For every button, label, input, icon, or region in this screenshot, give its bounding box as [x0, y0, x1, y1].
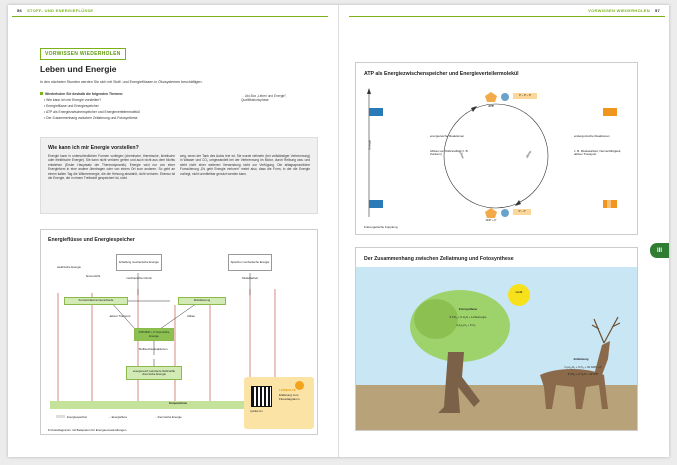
flow-diagram-arrows: [50, 273, 308, 409]
section-tag: VORWISSEN WIEDERHOLEN: [40, 48, 126, 60]
licht-label: Licht: [515, 290, 523, 294]
intro-text: In den nächsten Stunden werden Sie sich …: [40, 80, 203, 84]
label-sunlight: Sonnenlicht: [85, 274, 101, 278]
lernhilfe-icon: [295, 381, 304, 390]
left-page-header: 56 STOFF- UND ENERGIEFLÜSSE: [12, 8, 93, 13]
label-muskelarbeit: Muskelarbeit: [242, 276, 258, 280]
margin-note[interactable]: → Abi-Box „Leben und Energie", Qualifika…: [241, 94, 311, 102]
right-page-header: VORWISSEN WIEDERHOLEN 57: [588, 8, 665, 13]
energy-text-col2: weg, wenn der Tank des Autos leer ist. S…: [180, 154, 310, 176]
left-page-title: STOFF- UND ENERGIEFLÜSSE: [27, 8, 94, 13]
zellatmung-eq2: 6 CO₂ + 6 H₂O + 32 ATP: [567, 372, 599, 376]
fotosynthese-title: Fotosynthese: [458, 307, 478, 311]
label-mech-druck: mechanischer Druck: [126, 276, 152, 280]
energy-box-title: Wie kann ich mir Energie vorstellen?: [48, 145, 139, 151]
qr-code-icon[interactable]: [251, 386, 272, 407]
label-abbau: Abbau: [186, 314, 196, 318]
energy-info-box: [40, 137, 318, 214]
legend-flow: → Energiefluss: [108, 415, 127, 419]
atp-left-text: energiereiche Reaktionen: [430, 134, 465, 138]
atp-box-title: ATP als Energiezwischenspeicher und Ener…: [364, 71, 519, 77]
arrow-right-icon: →: [108, 415, 112, 419]
node-speicherung: energiereich reduzierte Nährstoffe chemi…: [126, 366, 182, 380]
legend-storage: Energiespeicher: [56, 415, 87, 419]
topic-item: • Der Zusammenhang zwischen Zellatmung u…: [44, 116, 138, 120]
topic-item: • Wie kann ich mir Energie vorstellen?: [44, 98, 102, 102]
atp-left-sub: Abbau von Nährstoffen (z. B. Zuckern): [430, 149, 469, 157]
right-page-number: 57: [654, 8, 660, 13]
zellatmung-title: Zellatmung: [573, 357, 589, 361]
label-electric-energy: elektrische Energie: [57, 265, 81, 269]
arrow-right-icon: →: [241, 94, 245, 98]
margin-note-text: Abi-Box „Leben und Energie", Qualifikati…: [241, 94, 287, 103]
left-page-number: 56: [17, 8, 23, 13]
photo-box-title: Der Zusammenhang zwischen Zellatmung und…: [364, 256, 514, 262]
atp-right-text: endergonische Reaktionen: [574, 134, 610, 138]
atp-box: [355, 62, 638, 235]
fotosynthese-eq2: C₆H₁₂O₆ + 6 O₂: [456, 323, 476, 327]
qr-code-label: q-ticket-Cu: [250, 410, 263, 413]
left-header-rule: [12, 16, 328, 17]
chapter-tab[interactable]: III: [650, 243, 669, 258]
atp-caption: 1 Energetische Kopplung: [364, 225, 398, 229]
atp-pp: P ~ P: [518, 209, 526, 213]
atp-y-axis-label: Energie: [367, 139, 372, 150]
atp-right-sub: z. B. Muskelarbeit, Nervenfähigkeit, akt…: [574, 149, 622, 157]
energy-text-col1: Energie kann in unterschiedlichen Formen…: [48, 154, 175, 181]
bullet-square-icon: [40, 92, 43, 95]
node-mobilisierung: Mobilisierung: [178, 297, 226, 305]
label-koerperwaerme: Körperwärme: [168, 401, 188, 405]
flow-caption: 1 Flussdiagramm mit Beispielen für Energ…: [48, 428, 127, 432]
node-speicher: Speicher mechanische Energie: [228, 254, 272, 271]
fotosynthese-eq1: 6 CO₂ + 6 H₂O + Lichtenergie: [449, 315, 487, 319]
label-aktiver-transport: aktiver Transport: [109, 314, 131, 318]
zellatmung-eq1: C₆H₁₂O₆ + 6 O₂ + 32 ADP + P: [564, 365, 602, 369]
lernhilfe-text: Erklärung zum Flussdiagramm: [279, 393, 300, 401]
lernhilfe-label: LERNHILFE: [279, 388, 296, 392]
atp-bottom-label: ADP + P: [485, 218, 497, 222]
photo-scene: [356, 267, 637, 430]
right-page-title: VORWISSEN WIEDERHOLEN: [588, 8, 650, 13]
book-gutter: [338, 5, 339, 457]
book-spread: 56 STOFF- UND ENERGIEFLÜSSE VORWISSEN WIE…: [8, 5, 669, 457]
atp-ppp: P ~ P ~ P: [519, 93, 531, 97]
right-header-rule: [349, 16, 665, 17]
legend-storage-swatch: [56, 415, 65, 418]
page-title: Leben und Energie: [40, 64, 117, 74]
label-stoffwechsel: Stoffwechselreaktionen: [138, 347, 168, 351]
legend-thermal: → thermische Energie: [154, 415, 182, 419]
topic-item: • Energieflüsse und Energiespeicher: [44, 104, 99, 108]
atp-top-label: ATP: [488, 104, 494, 108]
topics-heading: Wiederholen Sie deshalb die folgenden Th…: [40, 92, 123, 97]
node-atp: ATP/ADP + P chemische Energie: [134, 328, 174, 341]
topic-item: • ATP als Energiezwischenspeicher und En…: [44, 110, 140, 114]
atp-cycle-diagram: [367, 88, 617, 218]
arrow-right-icon: →: [154, 415, 158, 419]
node-konzentration: Konzentrationsunterschiede: [64, 297, 128, 305]
node-erhaltung: Erhaltung mechanische Energie: [116, 254, 162, 271]
flow-box-title: Energieflüsse und Energiespeicher: [48, 237, 135, 243]
